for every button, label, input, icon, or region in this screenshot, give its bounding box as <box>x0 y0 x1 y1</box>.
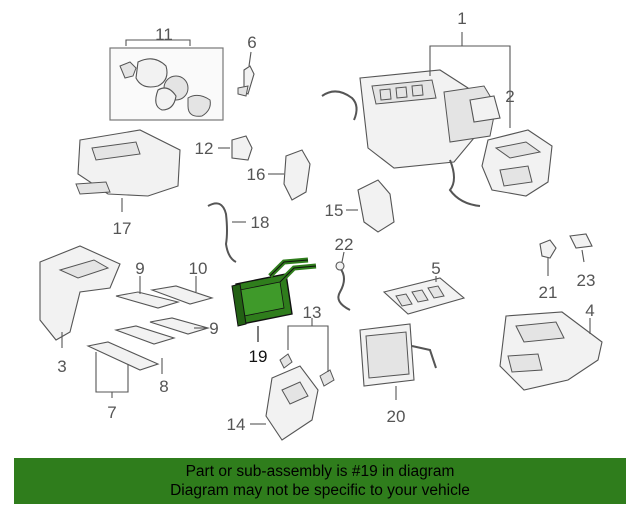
callout-17: 17 <box>113 219 132 238</box>
callout-19: 19 <box>249 347 268 366</box>
callout-23: 23 <box>577 271 596 290</box>
part-23-relay <box>569 233 593 249</box>
callout-12: 12 <box>195 139 214 158</box>
callout-9b: 9 <box>209 319 218 338</box>
callout-9a: 9 <box>135 259 144 278</box>
callout-2: 2 <box>505 87 514 106</box>
part-4-blower-housing <box>499 311 603 391</box>
callout-16: 16 <box>247 165 266 184</box>
callout-6: 6 <box>247 33 256 52</box>
callout-11: 11 <box>155 25 173 44</box>
callout-20: 20 <box>387 407 406 426</box>
part-15-bracket <box>357 179 395 233</box>
part-9-filter-upper <box>115 291 181 309</box>
banner-line-1: Part or sub-assembly is #19 in diagram <box>185 463 455 480</box>
part-3-floor-duct <box>39 245 121 341</box>
part-9-filter-lower <box>149 317 210 335</box>
part-11-actuator-kit <box>109 47 224 121</box>
part-20-evaporator <box>359 323 437 387</box>
callout-5: 5 <box>431 259 440 278</box>
callout-14: 14 <box>227 415 246 434</box>
part-7-filter <box>86 341 160 371</box>
callout-4: 4 <box>585 301 594 320</box>
callout-1: 1 <box>457 9 466 28</box>
callout-10: 10 <box>189 259 208 278</box>
part-8-filter <box>113 325 176 345</box>
callout-8: 8 <box>159 377 168 396</box>
banner-line-2: Diagram may not be specific to your vehi… <box>170 482 470 499</box>
part-22-sensor-wire <box>335 261 351 311</box>
part-19-heater-core <box>231 257 317 327</box>
part-12-sensor <box>231 135 253 161</box>
callout-7: 7 <box>107 403 116 422</box>
part-17-duct <box>75 129 181 197</box>
part-21-sensor <box>539 239 557 259</box>
part-18-drain-hose <box>207 202 237 263</box>
callout-22: 22 <box>335 235 354 254</box>
callout-3: 3 <box>57 357 66 376</box>
callout-21: 21 <box>539 283 558 302</box>
callout-15: 15 <box>325 201 344 220</box>
part-1-hvac-case <box>321 69 501 207</box>
part-13-seal <box>279 353 335 387</box>
info-banner: Part or sub-assembly is #19 in diagram D… <box>14 458 626 504</box>
callout-13: 13 <box>303 303 322 322</box>
part-14-case-half <box>265 365 319 441</box>
callout-18: 18 <box>251 213 270 232</box>
part-5-filter-frame <box>382 277 466 315</box>
part-2-blower-case <box>481 129 553 197</box>
part-16-bracket <box>283 149 311 201</box>
part-6-bracket <box>237 65 255 97</box>
part-10-filter <box>149 285 214 305</box>
